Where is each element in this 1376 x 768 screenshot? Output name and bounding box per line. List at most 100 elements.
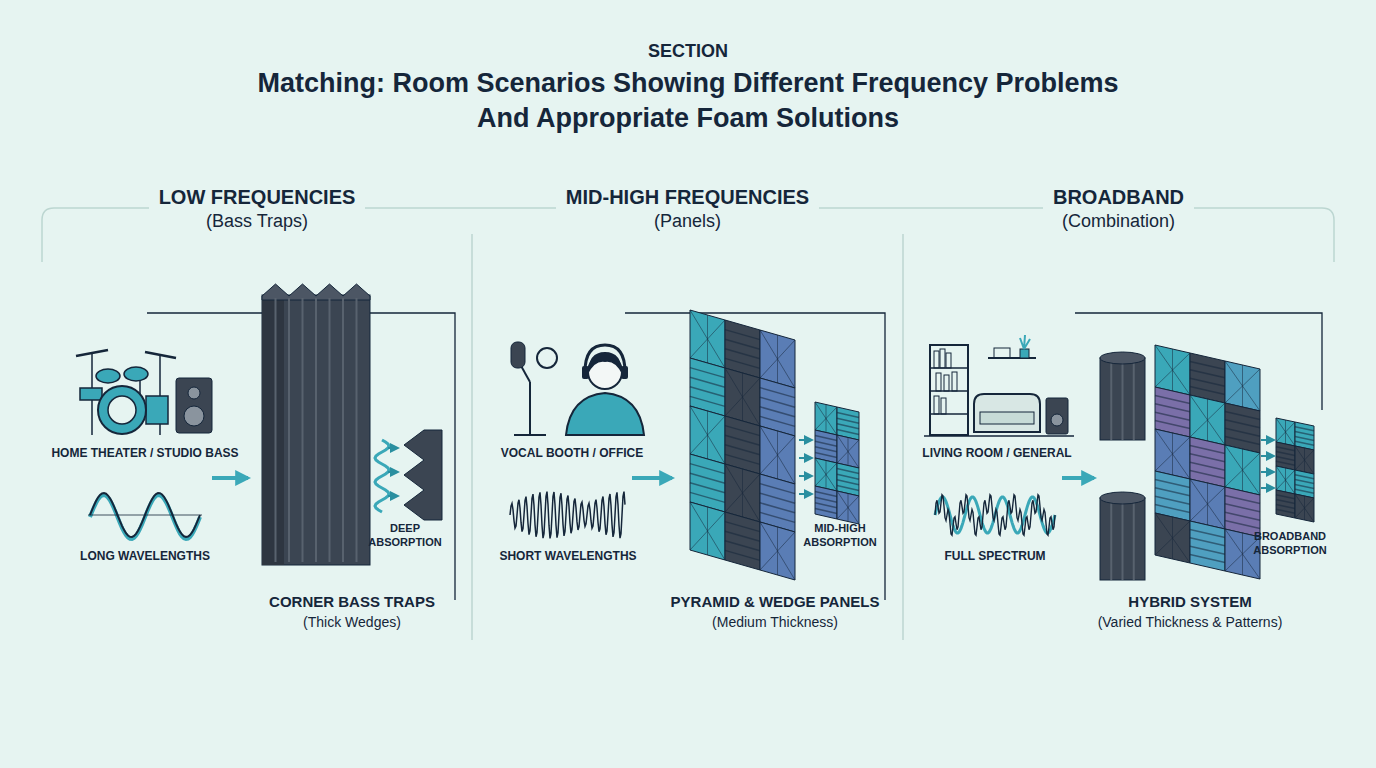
foam-tile xyxy=(1225,445,1260,495)
drum-kit xyxy=(76,350,176,435)
foam-tile xyxy=(1276,418,1295,446)
wedge-pattern xyxy=(1190,471,1225,479)
pyramid-pattern xyxy=(690,502,725,560)
caption-label: (Varied Thickness & Patterns) xyxy=(1040,614,1340,632)
small-arrow xyxy=(799,493,812,495)
caption-label: VOCAL BOOTH / OFFICE xyxy=(422,446,722,461)
wedge-pattern xyxy=(1155,404,1190,412)
wedge-pattern xyxy=(815,497,837,502)
bass-trap xyxy=(1100,498,1145,580)
foam-tile xyxy=(1190,353,1225,403)
wedge-pattern xyxy=(1190,370,1225,378)
panel-subheading: (Bass Traps) xyxy=(42,210,472,233)
wedge-pattern xyxy=(725,445,760,455)
panel-subheading: (Panels) xyxy=(472,210,903,233)
book xyxy=(952,372,957,391)
pyramid-pattern xyxy=(777,431,778,479)
caption-label: FULL SPECTRUM xyxy=(845,549,1145,564)
fold xyxy=(275,298,277,562)
speaker xyxy=(176,378,212,433)
wedge-pattern xyxy=(1276,461,1295,465)
wedge-pattern xyxy=(837,480,859,485)
microphone xyxy=(511,342,525,368)
wedge-pattern xyxy=(690,377,725,387)
wedge-pattern xyxy=(690,473,725,483)
foam-tile xyxy=(1295,494,1314,522)
wedge-pattern xyxy=(1190,546,1225,554)
wedge-pattern xyxy=(725,330,760,340)
tom xyxy=(124,367,148,381)
pyramid-pattern xyxy=(1276,466,1295,494)
foam-tile xyxy=(1295,422,1314,450)
wedge-pattern xyxy=(1225,437,1260,445)
pyramid-pattern xyxy=(1295,494,1314,522)
caption-label: (Thick Wedges) xyxy=(202,614,502,632)
speaker xyxy=(1046,398,1068,434)
woofer xyxy=(1051,414,1063,426)
pyramid-pattern xyxy=(1242,533,1243,575)
foam-tile xyxy=(1276,490,1295,518)
pyramid-pattern xyxy=(837,491,859,524)
caption-label: PYRAMID & WEDGE PANELS xyxy=(625,593,925,612)
wedge-pattern xyxy=(815,436,837,441)
pop-filter xyxy=(537,348,557,368)
foam-tile xyxy=(837,491,859,524)
fold xyxy=(1110,362,1112,440)
wedge-pattern xyxy=(837,429,859,434)
pyramid-pattern xyxy=(1276,418,1295,446)
foam-tile xyxy=(1276,442,1295,470)
wedge-pattern xyxy=(690,396,725,406)
book xyxy=(934,396,939,414)
wedge-pattern xyxy=(1295,484,1314,488)
wedge-pattern xyxy=(760,407,795,417)
wedge-pattern xyxy=(760,512,795,522)
foam-tile xyxy=(837,407,859,440)
pyramid-pattern xyxy=(826,461,827,489)
fold xyxy=(302,298,304,562)
wedge-pattern xyxy=(725,541,760,551)
wedge-pattern xyxy=(1155,395,1190,403)
wedge-pattern xyxy=(1225,420,1260,428)
wedge-profile xyxy=(404,430,442,520)
bookshelf xyxy=(930,345,968,435)
wedge-pattern xyxy=(1276,500,1295,504)
wedge-pattern xyxy=(725,435,760,445)
small-arrow xyxy=(799,439,812,441)
foam-tile xyxy=(837,463,859,496)
tweeter xyxy=(188,387,200,399)
foam-tile xyxy=(690,502,725,560)
wedge-pattern xyxy=(1225,512,1260,520)
pyramid-pattern xyxy=(1225,361,1260,411)
wedge-pattern xyxy=(1225,521,1260,529)
panel-heading: BROADBAND xyxy=(1043,184,1194,210)
wedge-pattern xyxy=(837,474,859,479)
section-frame xyxy=(42,208,1334,262)
foam-tile xyxy=(1155,429,1190,479)
woofer xyxy=(184,406,204,426)
wedge-pattern xyxy=(1190,387,1225,395)
wedge-pattern xyxy=(1295,489,1314,493)
caption-label: HYBRID SYSTEM xyxy=(1040,593,1340,612)
fold xyxy=(1133,502,1135,580)
foam-tile xyxy=(760,522,795,580)
person-body xyxy=(566,393,644,435)
wedge-pattern xyxy=(1295,475,1314,479)
foam-tile xyxy=(1155,387,1190,437)
panel: LOW FREQUENCIES(Bass Traps) xyxy=(42,184,472,237)
wedge-pattern xyxy=(1276,456,1295,460)
ear-cup xyxy=(582,366,589,379)
wedge-pattern xyxy=(1190,555,1225,563)
divider xyxy=(902,234,904,640)
wedge-pattern xyxy=(725,339,760,349)
pyramid-pattern xyxy=(1172,433,1173,475)
room-corner-line xyxy=(625,313,885,600)
small-arrow xyxy=(1261,471,1274,473)
foam-tile xyxy=(1225,403,1260,453)
panel: MID-HIGH FREQUENCIES(Panels) xyxy=(472,184,903,237)
foam-tile xyxy=(1295,470,1314,498)
fold xyxy=(288,298,290,562)
pyramid-pattern xyxy=(1242,365,1243,407)
bass-trap xyxy=(262,295,370,565)
title-block: Matching: Room Scenarios Showing Differe… xyxy=(0,66,1376,136)
pyramid-pattern xyxy=(742,373,743,421)
